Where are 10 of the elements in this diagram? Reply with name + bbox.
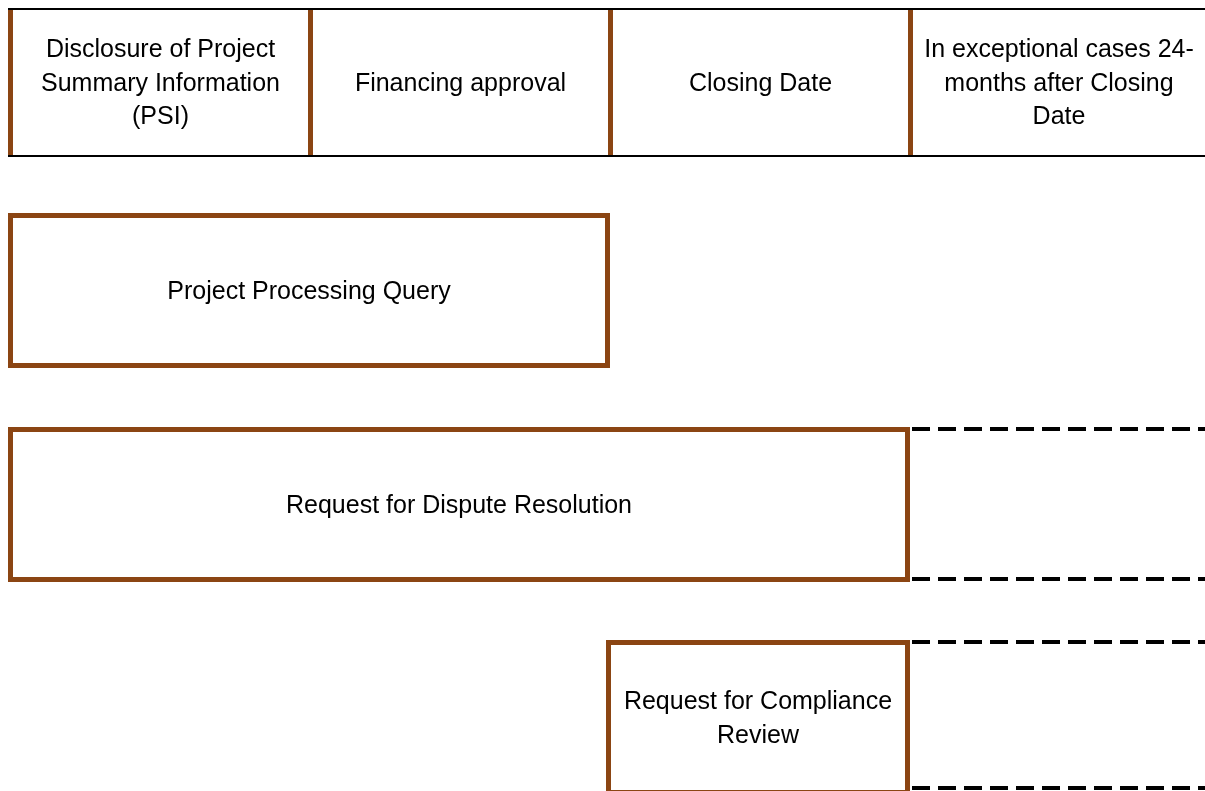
node-label: Request for Dispute Resolution	[285, 488, 633, 520]
process-box	[8, 213, 610, 368]
node-label: In exceptional cases 24-months after Closing Date	[923, 32, 1195, 132]
node-label: Financing approval	[353, 66, 568, 98]
node-label: Closing Date	[687, 66, 834, 98]
process-box	[8, 427, 910, 582]
node-label: Disclosure of Project Summary Information (PSI)	[40, 32, 281, 132]
process-box	[606, 640, 910, 791]
node-label: Request for Compliance Review	[622, 684, 894, 750]
node-label: Project Processing Query	[166, 274, 452, 306]
